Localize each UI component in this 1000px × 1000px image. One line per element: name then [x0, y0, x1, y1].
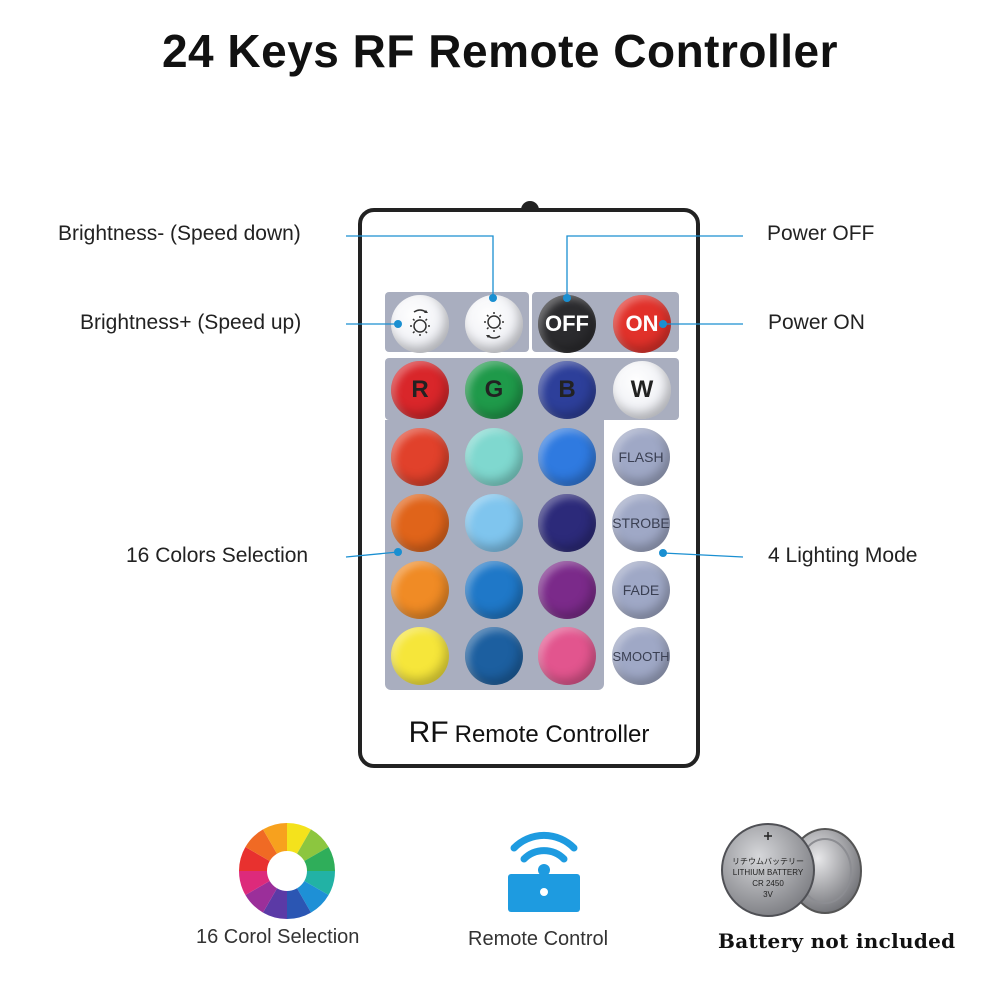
color-button[interactable]: [538, 627, 596, 685]
line-power-off: [566, 235, 743, 298]
color-button[interactable]: [465, 428, 523, 486]
colors-caption: 16 Corol Selection: [196, 926, 360, 948]
color-button[interactable]: [538, 494, 596, 552]
battery-front-icon: [721, 823, 815, 917]
color-button[interactable]: [465, 494, 523, 552]
fade-button[interactable]: FADE: [612, 561, 670, 619]
smooth-button[interactable]: SMOOTH: [612, 627, 670, 685]
color-button[interactable]: [391, 494, 449, 552]
red-button[interactable]: R: [391, 361, 449, 419]
color-button[interactable]: [391, 627, 449, 685]
battery-text-jp: リチウムバッテリー: [732, 857, 804, 866]
callout-colors: 16 Colors Selection: [126, 544, 309, 567]
remote-label-rest: Remote Controller: [454, 721, 650, 748]
callout-power-on: Power ON: [768, 311, 865, 334]
battery-caption: Battery not included: [718, 929, 956, 953]
line-colors: [345, 551, 399, 558]
remote-caption: Remote Control: [468, 928, 609, 950]
white-button[interactable]: W: [613, 361, 671, 419]
flash-button[interactable]: FLASH: [612, 428, 670, 486]
brightness-down-icon: [484, 312, 504, 339]
color-button[interactable]: [538, 561, 596, 619]
callout-modes: 4 Lighting Mode: [768, 544, 918, 567]
page-title: 24 Keys RF Remote Controller: [161, 25, 839, 77]
battery-text-voltage: 3V: [763, 890, 773, 899]
battery-text: リチウムバッテリー LITHIUM BATTERY CR 2450 3V: [720, 856, 816, 900]
callout-brightness-down: Brightness- (Speed down): [58, 222, 301, 245]
battery-text-type: LITHIUM BATTERY: [732, 868, 804, 877]
wireless-remote-icon: [508, 831, 580, 912]
color-button[interactable]: [391, 428, 449, 486]
color-button[interactable]: [465, 627, 523, 685]
callout-brightness-up: Brightness+ (Speed up): [80, 311, 302, 334]
remote-label-rf: RF: [408, 716, 449, 749]
color-button[interactable]: [465, 561, 523, 619]
brightness-down-button[interactable]: [465, 295, 523, 353]
brightness-up-icon: [410, 309, 430, 336]
color-wheel-icon: [238, 823, 336, 919]
color-button[interactable]: [391, 561, 449, 619]
blue-button[interactable]: B: [538, 361, 596, 419]
power-off-button[interactable]: OFF: [538, 295, 596, 353]
battery-text-model: CR 2450: [752, 879, 784, 888]
color-button[interactable]: [538, 428, 596, 486]
callout-power-off: Power OFF: [767, 222, 875, 245]
line-modes: [662, 552, 744, 558]
green-button[interactable]: G: [465, 361, 523, 419]
line-brightness-down: [346, 235, 494, 298]
strobe-button[interactable]: STROBE: [612, 494, 670, 552]
remote-antenna-nub: [521, 201, 539, 210]
